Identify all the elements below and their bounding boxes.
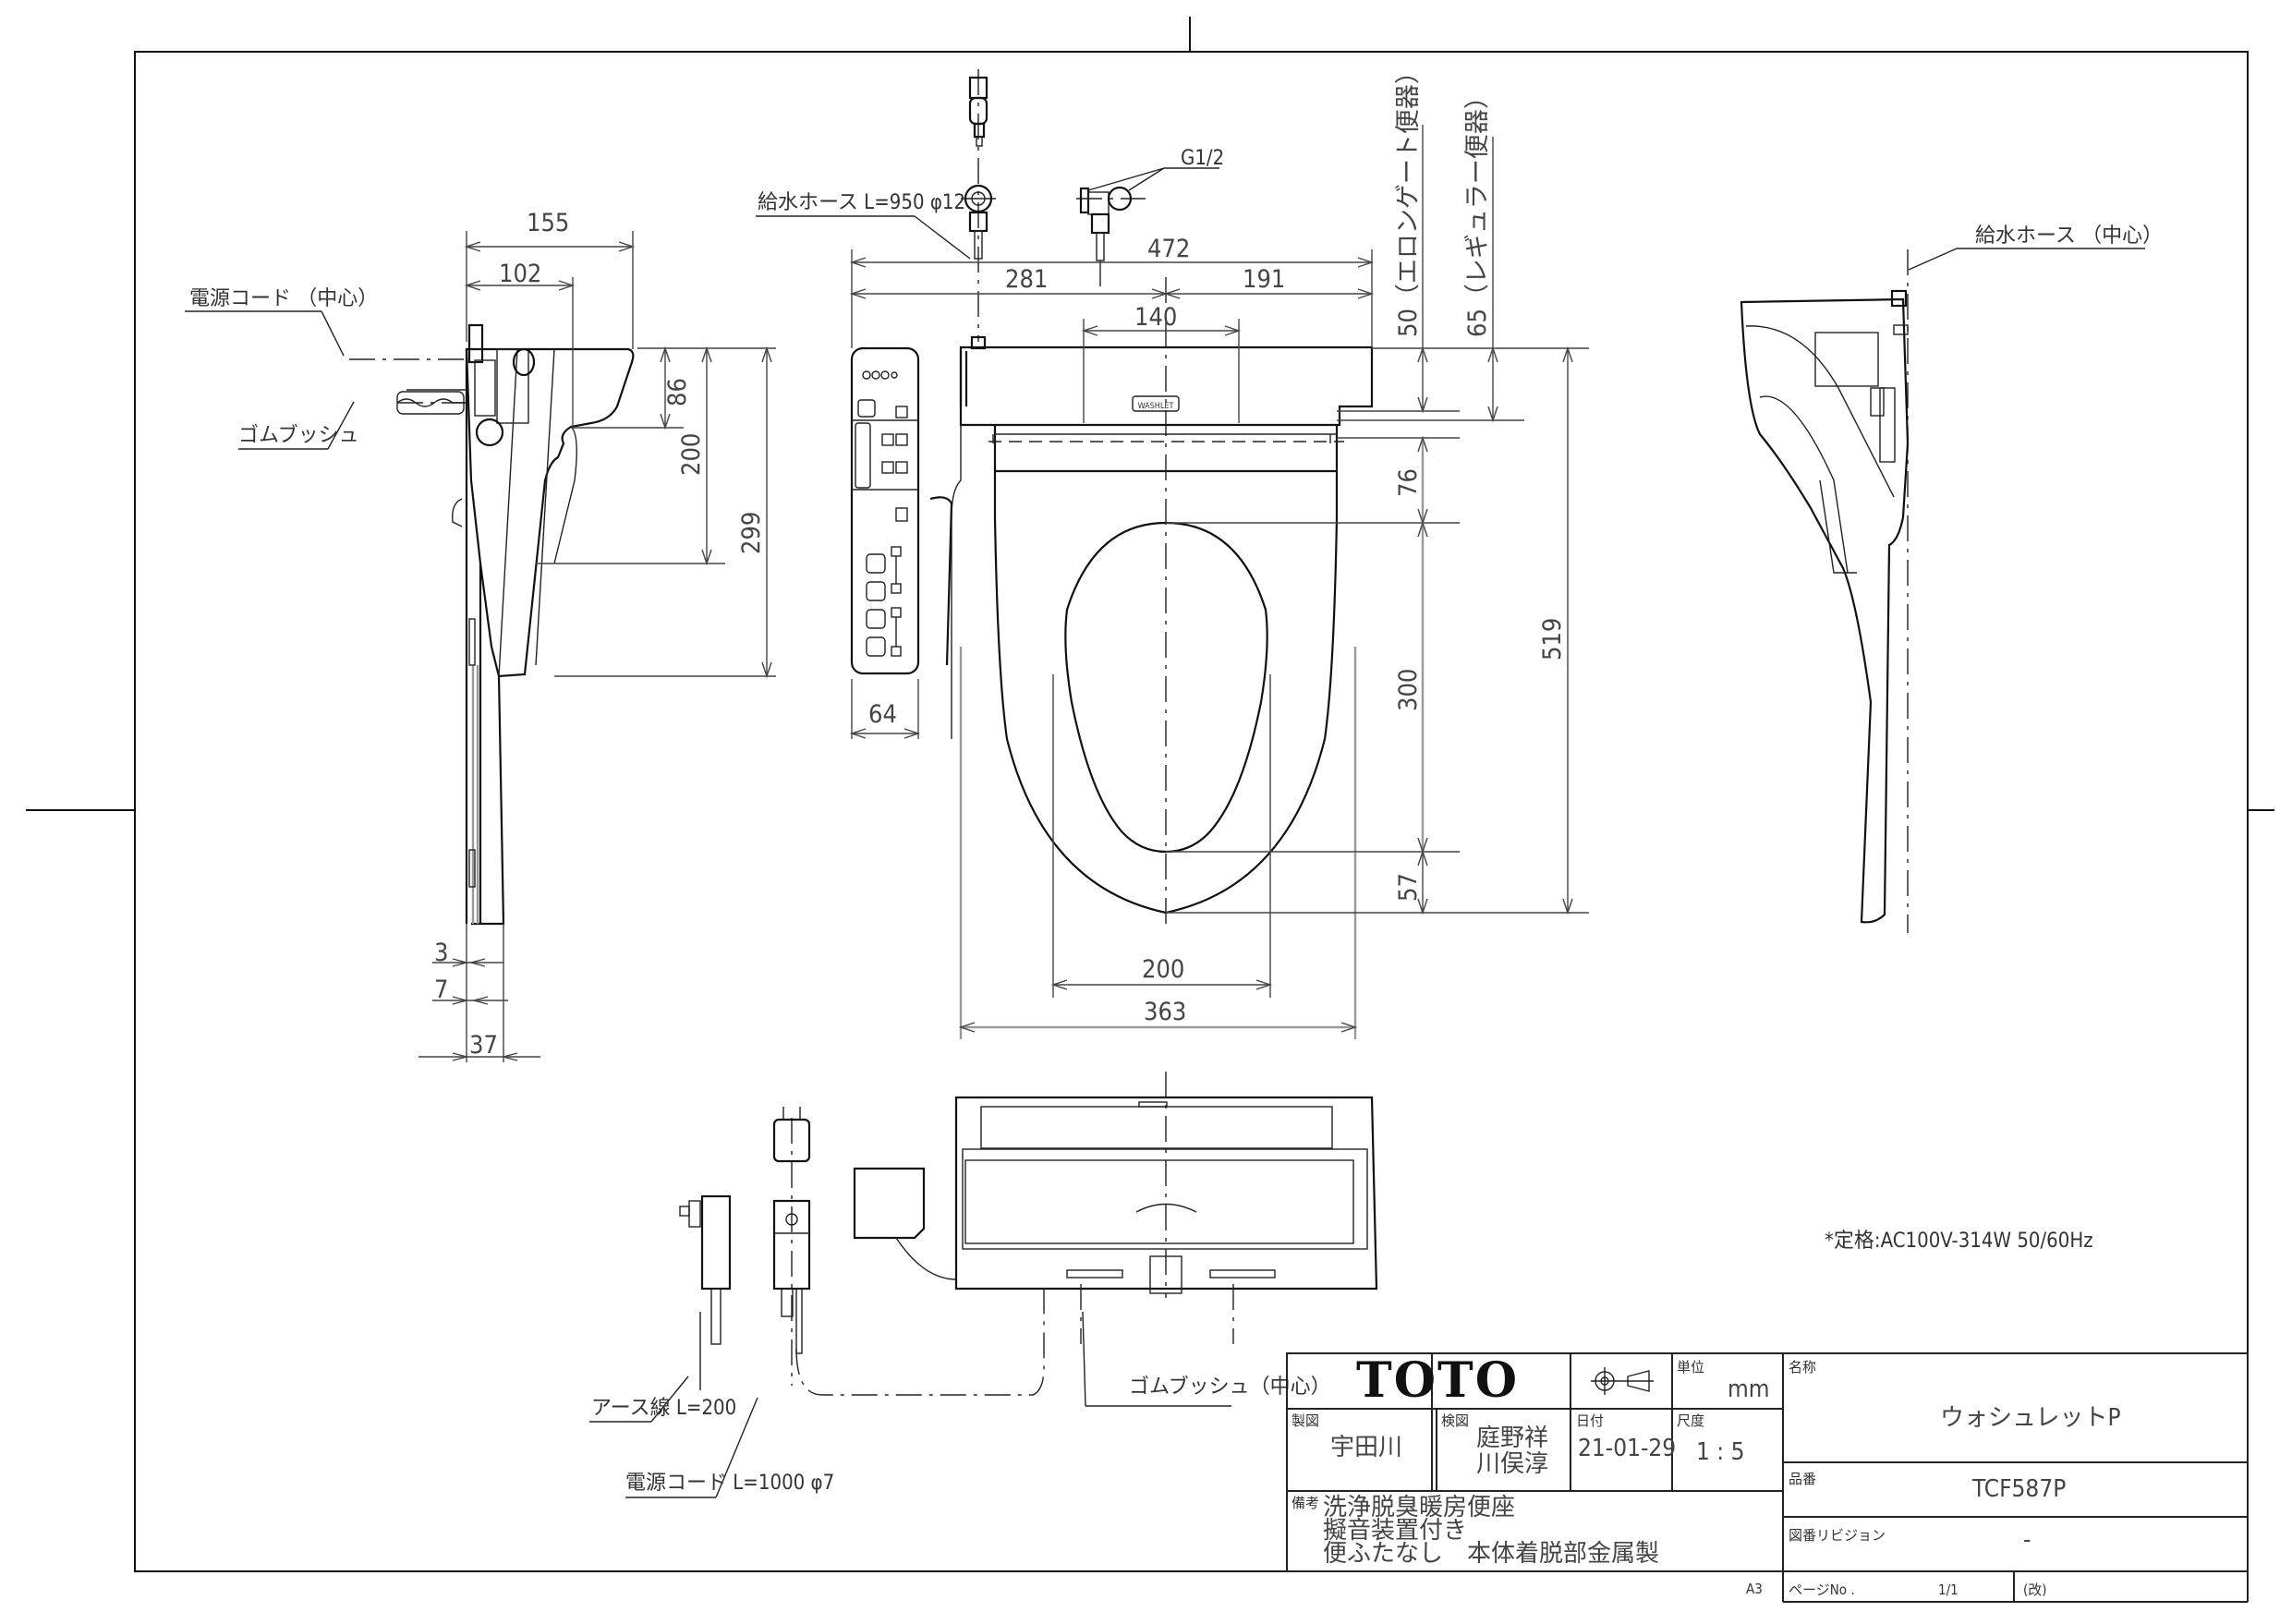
label-power-cord: 電源コード L=1000 φ7 — [625, 1472, 834, 1495]
part-no-label: 品番 — [1789, 1471, 1816, 1487]
right-side-view — [1740, 249, 1910, 933]
label-earth-wire: アース線 L=200 — [591, 1397, 736, 1420]
remarks-line-3: 便ふたなし 本体着脱部金属製 — [1323, 1540, 1659, 1568]
rating-note: *定格:AC100V-314W 50/60Hz — [1825, 1230, 2093, 1253]
drawing-frame — [26, 17, 2274, 1572]
nameplate-label: WASHLET — [1138, 402, 1174, 411]
label-rubber-bush: ゴムブッシュ — [238, 424, 359, 447]
name-value: ウォシュレットP — [1940, 1404, 2121, 1432]
dim-281: 281 — [1005, 265, 1048, 294]
left-side-dimensions: 155 102 86 200 299 3 7 37 — [418, 209, 776, 1062]
top-view-dimensions: 472 281 191 140 64 200 363 50（エロンゲー — [849, 59, 1589, 1039]
label-rubber-bush-center: ゴムブッシュ（中心） — [1129, 1376, 1331, 1399]
checked-value-1: 庭野祥 — [1476, 1424, 1548, 1452]
date-value: 21-01-29 — [1578, 1435, 1676, 1462]
dim-37: 37 — [469, 1031, 498, 1060]
right-side-leaders: 給水ホース （中心） — [1908, 224, 2163, 271]
remarks-label: 備考 — [1292, 1495, 1319, 1511]
left-side-view — [349, 323, 635, 926]
part-no-value: TCF587P — [1971, 1475, 2066, 1503]
remarks-line-1: 洗浄脱臭暖房便座 — [1323, 1494, 1515, 1521]
dim-200-opening: 200 — [1142, 955, 1184, 984]
dim-102: 102 — [499, 260, 541, 288]
date-label: 日付 — [1576, 1412, 1604, 1429]
dim-7: 7 — [434, 976, 448, 1004]
top-view-leaders: 給水ホース L=950 φ12 G1/2 — [756, 147, 1224, 260]
label-supply-hose: 給水ホース L=950 φ12 — [758, 191, 965, 214]
revision-value: - — [2023, 1526, 2031, 1554]
name-label: 名称 — [1789, 1359, 1816, 1376]
label-power-cord-center: 電源コード （中心） — [189, 287, 378, 310]
revision-label: 図番リビジョン — [1789, 1527, 1886, 1544]
scale-value: 1 : 5 — [1696, 1438, 1745, 1466]
sheet-size: A3 — [1746, 1581, 1763, 1597]
label-regular: 65（レギュラー便器） — [1463, 84, 1492, 337]
label-elongated: 50（エロンゲート便器） — [1394, 59, 1423, 337]
dim-86: 86 — [663, 378, 692, 406]
drawn-value: 宇田川 — [1330, 1434, 1402, 1461]
front-view — [679, 1072, 1378, 1396]
scale-label: 尺度 — [1677, 1412, 1704, 1429]
label-thread-g12: G1/2 — [1181, 147, 1224, 170]
remarks-line-2: 擬音装置付き — [1323, 1517, 1467, 1545]
dim-519: 519 — [1538, 618, 1567, 661]
third-angle-projection-icon — [1591, 1367, 1654, 1395]
dim-57: 57 — [1394, 873, 1423, 902]
drawn-label: 製図 — [1292, 1412, 1319, 1429]
unit-label: 単位 — [1677, 1359, 1704, 1376]
page-value: 1/1 — [1938, 1582, 1959, 1598]
dim-155: 155 — [527, 209, 569, 237]
title-block: TOTO 単位 mm 名称 ウォシュレットP 製図 宇田川 検図 庭野祥 川俣淳… — [1286, 1352, 2249, 1603]
label-supply-hose-center: 給水ホース （中心） — [1975, 224, 2163, 248]
toto-logo: TOTO — [1356, 1352, 1519, 1409]
dim-363: 363 — [1144, 998, 1186, 1026]
dim-140: 140 — [1134, 303, 1177, 332]
dim-299: 299 — [737, 512, 766, 554]
revision-mark: (改) — [2023, 1582, 2047, 1598]
front-view-leaders: アース線 L=200 電源コード L=1000 φ7 ゴムブッシュ（中心） — [589, 1311, 1331, 1498]
checked-value-2: 川俣淳 — [1476, 1450, 1548, 1478]
dim-3: 3 — [434, 939, 448, 967]
dim-472: 472 — [1147, 235, 1190, 263]
left-side-leaders: 電源コード （中心） ゴムブッシュ — [185, 287, 378, 450]
remote-control — [850, 346, 920, 675]
page-label: ページNo . — [1789, 1582, 1855, 1598]
dim-300: 300 — [1394, 669, 1423, 711]
dim-200-side: 200 — [677, 433, 706, 476]
dim-76: 76 — [1394, 468, 1423, 497]
checked-label: 検図 — [1441, 1412, 1469, 1429]
dim-191: 191 — [1243, 265, 1285, 294]
unit-value: mm — [1728, 1376, 1770, 1403]
dim-64: 64 — [868, 700, 897, 729]
